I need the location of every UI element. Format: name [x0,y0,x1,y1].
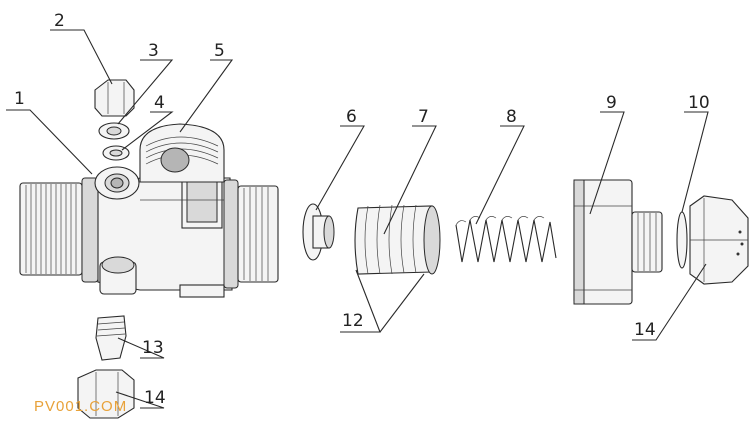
callout-6: 6 [346,107,357,127]
ring-part-10 [676,211,688,269]
main-valve-body [19,123,279,298]
callout-8: 8 [506,107,517,127]
watermark: PV001.COM [34,398,128,415]
callout-5: 5 [214,41,225,61]
callout-1: 1 [14,89,25,109]
callout-14-right: 14 [634,320,656,340]
spring-part-8 [455,216,557,263]
piston-part-7 [354,204,441,275]
callout-3: 3 [148,41,159,61]
callout-9: 9 [606,93,617,113]
callout-13: 13 [142,338,164,358]
callout-14-lower: 14 [144,388,166,408]
hex-nut-lower-part-14 [77,369,135,419]
cap-nut-part-2 [94,79,135,117]
disc-part-6 [302,203,335,261]
callout-7: 7 [418,107,429,127]
callout-12: 12 [342,311,364,331]
cap-nut-right-part-14 [689,195,749,285]
leader-lines [6,29,709,409]
callout-2: 2 [54,11,65,31]
callout-4: 4 [154,93,165,113]
callout-10: 10 [688,93,710,113]
housing-part-9 [573,179,663,305]
fitting-part-13 [95,315,127,361]
